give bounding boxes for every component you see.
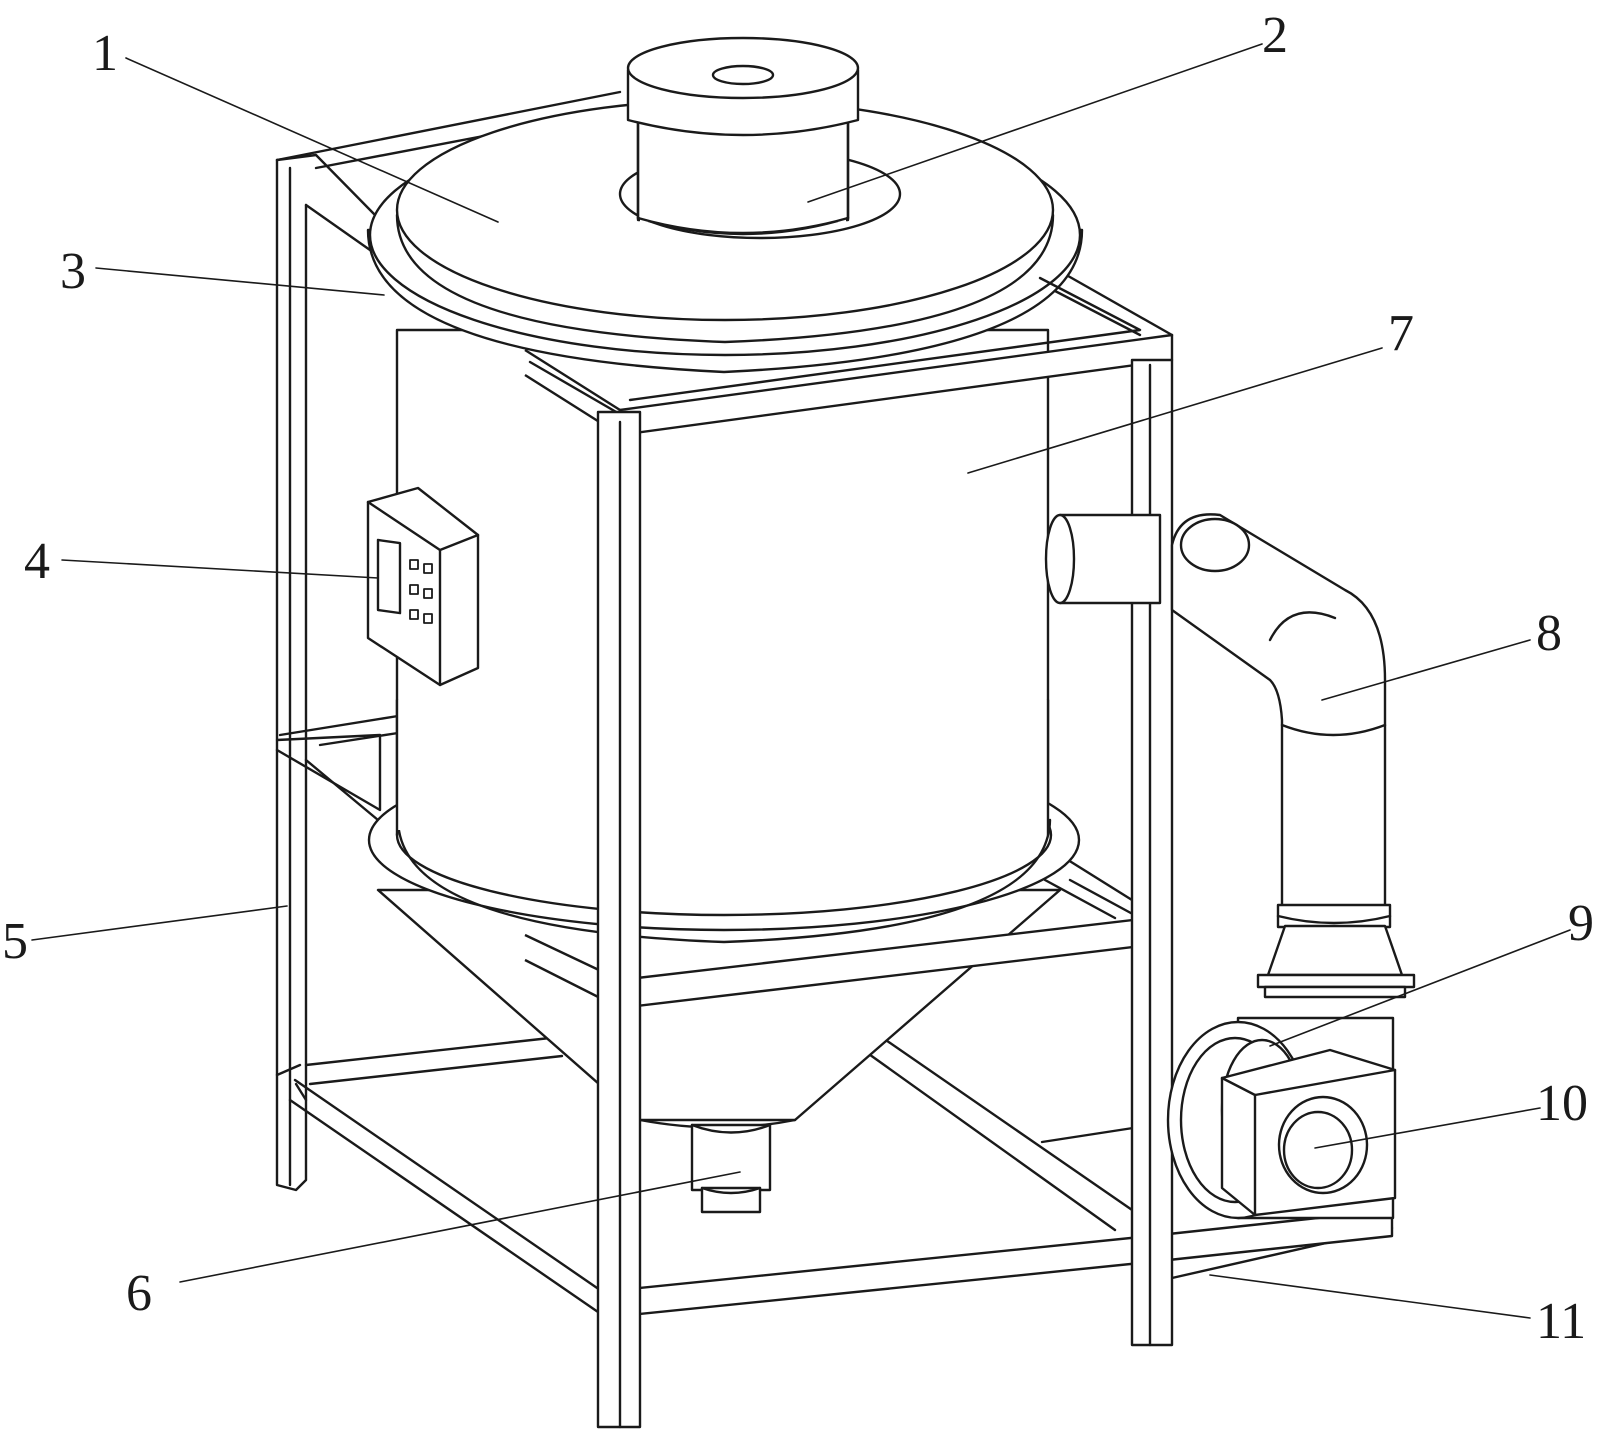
hopper-cone — [376, 888, 1062, 1214]
reference-numerals: 1 2 3 4 5 6 7 8 9 10 11 — [2, 7, 1594, 1350]
label-8: 8 — [1536, 605, 1562, 662]
tank-outlet-stub — [1044, 513, 1162, 605]
label-2: 2 — [1262, 7, 1288, 64]
front-left-leg — [596, 410, 642, 1429]
label-4: 4 — [24, 533, 50, 590]
label-9: 9 — [1568, 895, 1594, 952]
motor-housing — [1220, 1048, 1397, 1217]
bottom-flange — [367, 698, 1081, 944]
label-7: 7 — [1388, 305, 1414, 362]
label-10: 10 — [1536, 1075, 1588, 1132]
label-6: 6 — [126, 1265, 152, 1322]
air-duct — [1170, 513, 1416, 999]
feed-inlet — [618, 36, 902, 240]
support-frame-front-bottom — [619, 1208, 1394, 1318]
control-box — [366, 486, 480, 687]
leader-lines — [31, 43, 1571, 1319]
control-buttons — [409, 559, 433, 624]
label-11: 11 — [1536, 1293, 1586, 1350]
left-leg — [275, 153, 382, 1192]
label-1: 1 — [92, 25, 118, 82]
label-3: 3 — [60, 243, 86, 300]
front-right-leg — [1130, 358, 1174, 1347]
label-5: 5 — [2, 913, 28, 970]
